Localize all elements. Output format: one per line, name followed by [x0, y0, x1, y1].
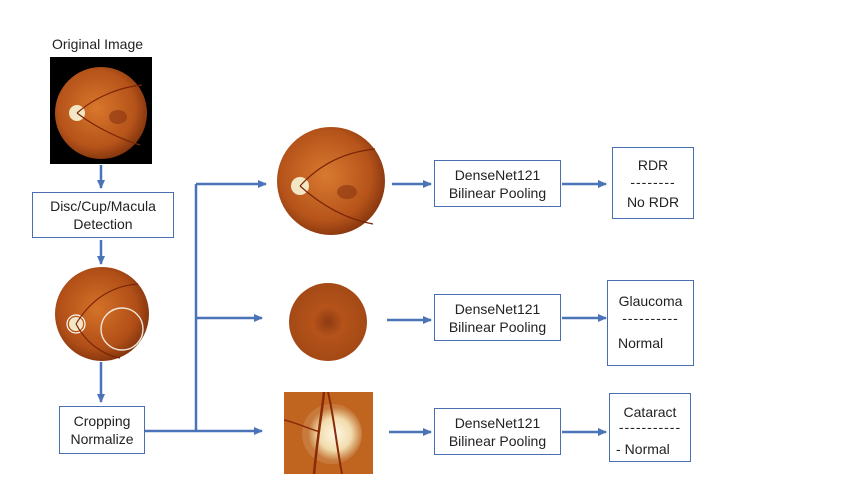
output-box-rdr: RDR -------- No RDR	[612, 147, 694, 219]
detection-box: Disc/Cup/Macula Detection	[32, 192, 174, 238]
output-no-rdr-label: No RDR	[626, 194, 680, 210]
model-1-line-2: Bilinear Pooling	[448, 184, 547, 201]
model-2-line-1: DenseNet121	[454, 300, 541, 317]
output-cataract-stray-mark: -	[616, 441, 621, 457]
output-glaucoma-normal-label: Normal	[618, 335, 664, 351]
original-fundus-image	[50, 57, 152, 164]
output-cataract-separator: -----------	[618, 419, 682, 435]
output-cataract-label: Cataract	[623, 404, 677, 420]
optic-disc-crop-image	[284, 392, 373, 474]
densenet-model-box-2: DenseNet121 Bilinear Pooling	[434, 294, 561, 341]
output-glaucoma-label: Glaucoma	[618, 293, 683, 309]
detection-line-1: Disc/Cup/Macula	[50, 198, 156, 214]
output-box-cataract: Cataract ----------- -Normal	[609, 393, 691, 462]
model-1-line-1: DenseNet121	[454, 166, 541, 183]
densenet-model-box-3: DenseNet121 Bilinear Pooling	[434, 408, 561, 455]
cropping-line-1: Cropping	[73, 413, 131, 429]
macula-crop-image	[289, 283, 367, 361]
model-2-line-2: Bilinear Pooling	[448, 318, 547, 335]
densenet-model-box-1: DenseNet121 Bilinear Pooling	[434, 160, 561, 207]
output-rdr-label: RDR	[637, 157, 669, 173]
cropping-normalize-box: Cropping Normalize	[59, 406, 145, 454]
cropping-line-2: Normalize	[70, 431, 134, 447]
output-box-glaucoma: Glaucoma ---------- Normal	[607, 280, 694, 366]
detection-line-2: Detection	[73, 216, 133, 232]
output-cataract-normal-label: Normal	[624, 441, 670, 457]
fundus-full-image	[277, 127, 385, 235]
original-image-label: Original Image	[52, 36, 144, 52]
model-3-line-2: Bilinear Pooling	[448, 432, 547, 449]
model-3-line-1: DenseNet121	[454, 414, 541, 431]
detected-fundus-image	[55, 267, 149, 361]
output-glaucoma-separator: ----------	[622, 310, 679, 326]
output-rdr-separator: --------	[630, 174, 676, 190]
